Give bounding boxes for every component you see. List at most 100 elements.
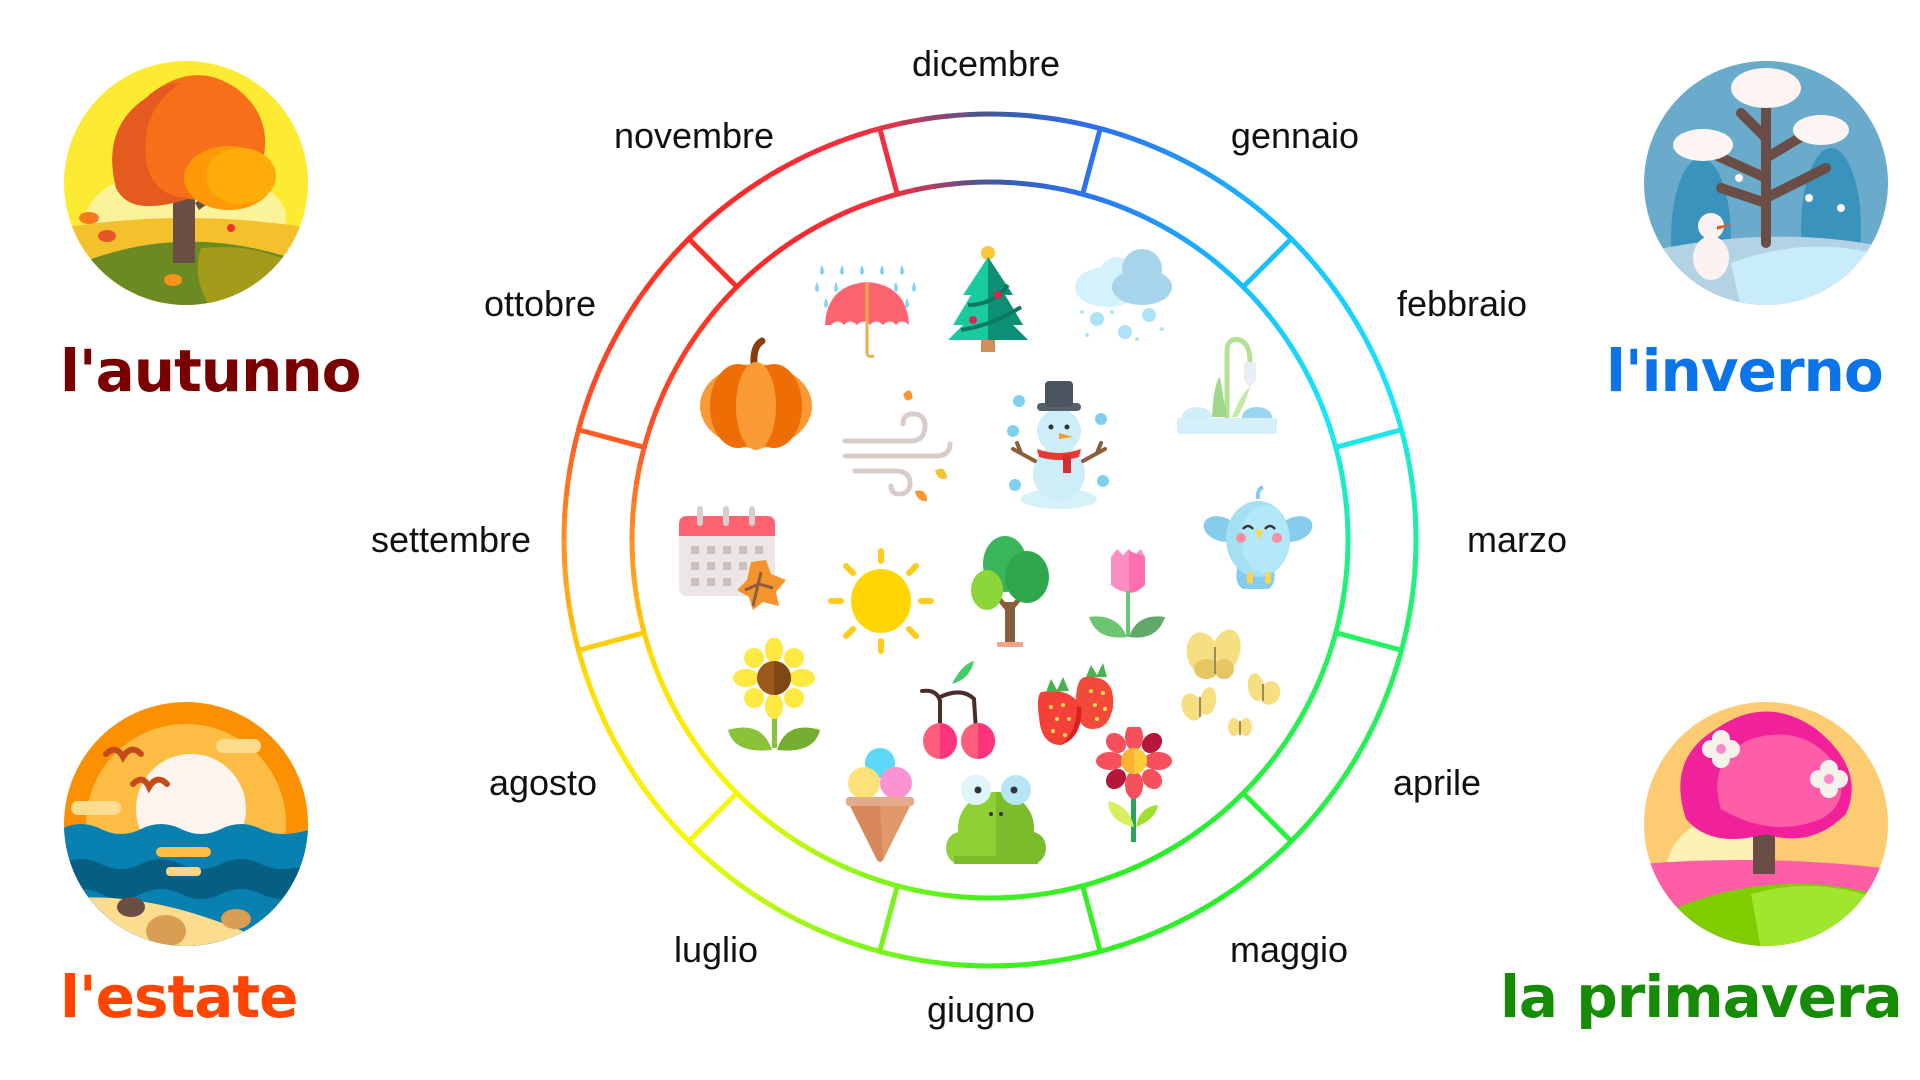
month-label-novembre: novembre [613, 115, 775, 156]
snow-cloud-icon [1067, 247, 1177, 347]
wheel-arc-segment [633, 593, 643, 615]
flower-icon [1094, 727, 1174, 847]
wheel-arc-segment [843, 202, 865, 216]
month-divider [877, 885, 900, 953]
wheel-arc-segment [967, 111, 993, 118]
season-title-summer: l'estate [60, 963, 298, 1031]
wheel-arc-segment [667, 699, 683, 721]
wheel-arc-segment [1391, 649, 1404, 676]
wheel-arc-segment [1408, 472, 1417, 499]
wheel-arc-segment [687, 219, 709, 241]
wheel-arc-segment [1009, 961, 1035, 969]
month-divider [1080, 127, 1103, 195]
wheel-arc-segment [793, 226, 815, 242]
wheel-arc-segment [1320, 649, 1333, 672]
wheel-arc-segment [836, 131, 862, 145]
month-label-ottobre: ottobre [483, 283, 597, 324]
wheel-arc-segment [1151, 218, 1173, 234]
month-divider [1335, 427, 1403, 450]
wheel-arc-segment [1306, 376, 1321, 398]
wheel-arc-segment [1006, 893, 1028, 901]
wheel-arc-segment [1182, 158, 1207, 175]
wheel-arc-segment [854, 941, 881, 954]
wheel-arc-segment [1132, 856, 1154, 871]
wheel-arc-segment [748, 258, 769, 276]
frog-icon [946, 768, 1046, 868]
wheel-arc-segment [1355, 732, 1372, 757]
wheel-arc-segment [1327, 632, 1339, 654]
wheel-arc-segment [1384, 670, 1398, 697]
wheel-arc-segment [858, 870, 881, 883]
wheel-arc-segment [1167, 227, 1189, 244]
month-label-giugno: giugno [926, 989, 1036, 1030]
wheel-arc-segment [738, 179, 762, 198]
wheel-arc-segment [792, 915, 818, 932]
wheel-arc-segment [735, 880, 760, 900]
wheel-arc-segment [563, 581, 572, 608]
wheel-arc-segment [1356, 325, 1374, 351]
wheel-arc-segment [876, 877, 898, 889]
wheel-arc-segment [1134, 210, 1156, 225]
wheel-arc-segment [1332, 288, 1351, 312]
wheel-arc-segment [1031, 958, 1058, 967]
wheel-arc-segment [833, 934, 860, 948]
wheel-arc-segment [1079, 878, 1102, 889]
wheel-arc-segment [1375, 691, 1391, 718]
wheel-arc-segment [897, 953, 924, 964]
wheel-arc-segment [791, 836, 813, 853]
cherries-icon [912, 659, 1002, 759]
wheel-arc-segment [763, 246, 784, 264]
wheel-arc-segment [1344, 539, 1351, 562]
wheel-arc-segment [1304, 253, 1325, 276]
wheel-arc-segment [1333, 446, 1344, 469]
wheel-arc-segment [1254, 298, 1272, 319]
christmas-tree-icon [943, 245, 1033, 355]
wheel-arc-segment [1118, 935, 1144, 949]
wheel-arc-segment [589, 362, 605, 389]
wheel-arc-segment [588, 689, 604, 715]
wheel-arc-segment [931, 890, 953, 899]
wheel-arc-segment [1337, 465, 1347, 487]
wheel-arc-segment [776, 826, 797, 843]
wheel-arc-segment [1399, 429, 1410, 455]
winter-tree-icon [1641, 58, 1891, 308]
sun-icon [826, 546, 936, 656]
wheel-arc-segment [1296, 701, 1312, 723]
wheel-arc-segment [964, 962, 991, 969]
wheel-arc-segment [1412, 539, 1419, 566]
wheel-arc-segment [775, 156, 801, 174]
wheel-arc-segment [563, 470, 573, 496]
wheel-arc-segment [989, 111, 1016, 118]
wheel-arc-segment [815, 138, 841, 154]
wheel-arc-segment [598, 342, 615, 368]
snowman-icon [999, 381, 1119, 511]
wheel-arc-segment [718, 867, 742, 887]
month-label-aprile: aprile [1392, 762, 1482, 803]
pumpkin-icon [698, 336, 814, 452]
ice-cream-icon [840, 745, 920, 865]
wheel-arc-segment [1226, 791, 1245, 810]
wheel-arc-segment [860, 196, 883, 209]
wheel-arc-segment [826, 209, 848, 224]
wheel-arc-segment [812, 925, 839, 941]
month-divider [1335, 630, 1403, 653]
wheel-arc-segment [807, 846, 829, 862]
wheel-arc-segment [1305, 684, 1320, 706]
wheel-arc-segment [1302, 806, 1324, 829]
wheel-arc-segment [922, 113, 949, 122]
wheel-arc-segment [733, 789, 753, 808]
wheel-arc-segment [701, 852, 724, 874]
wheel-arc-segment [1179, 906, 1205, 924]
wheel-arc-segment [1220, 180, 1245, 200]
wheel-rings [561, 111, 1419, 969]
wheel-arc-segment [720, 191, 744, 211]
wheel-arc-segment [1218, 882, 1242, 901]
month-divider [1080, 885, 1103, 953]
wheel-arc-segment [1321, 410, 1334, 433]
month-label-maggio: maggio [1229, 929, 1349, 970]
wheel-arc-segment [1343, 751, 1362, 776]
wheel-arc-segment [1367, 345, 1383, 371]
wheel-arc-segment [915, 183, 937, 193]
wheel-arc-segment [1341, 483, 1349, 506]
